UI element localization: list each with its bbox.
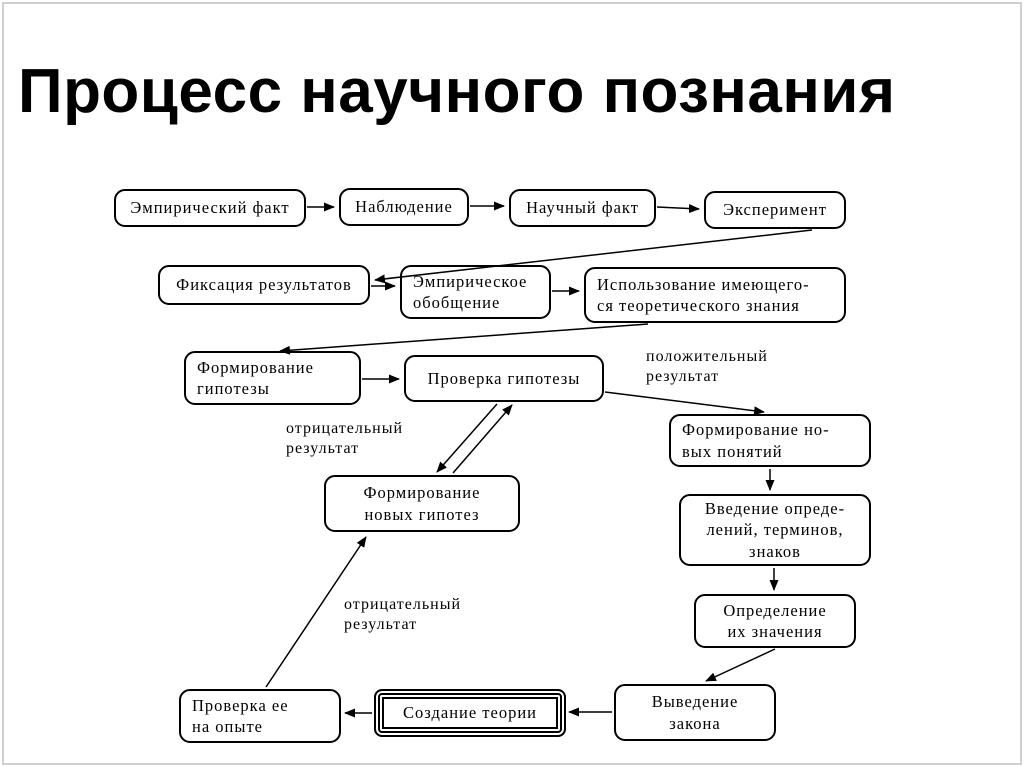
edge-label-positive-result: положительный результат: [646, 348, 768, 385]
node-new-hypotheses: Формирование новых гипотез: [324, 475, 520, 532]
page-title: Процесс научного познания: [18, 57, 896, 126]
node-fixation: Фиксация результатов: [158, 265, 370, 305]
node-hypothesis-formation: Формирование гипотезы: [184, 351, 361, 405]
arrow-scientific-fact-to-experiment: [656, 204, 700, 214]
node-observation: Наблюдение: [339, 188, 469, 226]
node-definitions: Введение опреде- лений, терминов, знаков: [679, 494, 871, 566]
node-empirical-fact: Эмпирический факт: [114, 189, 306, 227]
node-law: Выведение закона: [614, 684, 776, 741]
node-experiment: Эксперимент: [704, 191, 846, 229]
node-empirical-generalization: Эмпирическое обобщение: [400, 265, 551, 319]
arrow-use-theoretical-to-hypothesis-formation: [279, 323, 649, 355]
arrow-hypothesis-check-to-new-concepts: [604, 391, 765, 416]
node-meaning: Определение их значения: [694, 594, 856, 648]
edge-label-negative-result-upper: отрицательный результат: [286, 420, 404, 457]
node-experience-check: Проверка ее на опыте: [179, 689, 341, 743]
node-theory: Создание теории: [374, 689, 566, 737]
edge-label-negative-result-lower: отрицательный результат: [344, 596, 462, 633]
node-hypothesis-check: Проверка гипотезы: [404, 355, 604, 402]
node-scientific-fact: Научный факт: [509, 189, 656, 227]
arrow-hypothesis-check-to-new-hypotheses: [436, 403, 498, 473]
arrow-new-hypotheses-to-hypothesis-check: [452, 404, 513, 474]
arrow-meaning-to-law: [705, 648, 776, 682]
node-use-theoretical: Использование имеющего- ся теоретическог…: [584, 267, 846, 323]
node-new-concepts: Формирование но- вых понятий: [669, 414, 871, 467]
